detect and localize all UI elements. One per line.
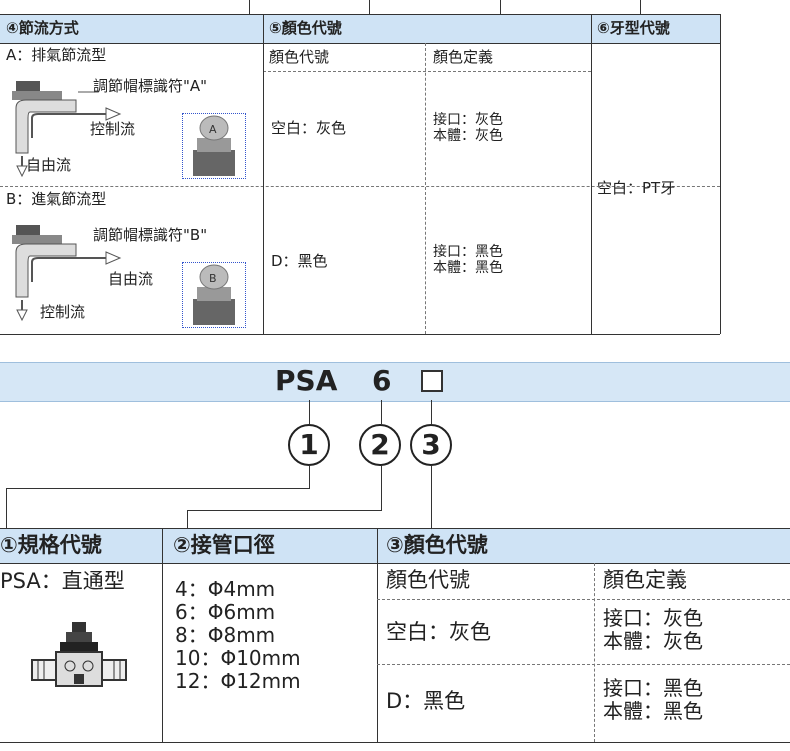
divider — [263, 71, 591, 72]
top-color-code-1: 空白：灰色 — [271, 119, 347, 137]
def-line: 接口：灰色 — [433, 112, 503, 128]
connector — [381, 466, 382, 510]
cap-b-letter: B — [209, 272, 217, 285]
cap-a-letter: A — [209, 123, 217, 136]
header-row — [0, 529, 790, 563]
divider — [640, 0, 641, 14]
marker-3: 3 — [410, 424, 452, 466]
subheader-color-definition: 顏色定義 — [433, 48, 494, 66]
def-line: 本體：灰色 — [433, 128, 503, 144]
subheader-color-code: 顏色代號 — [269, 48, 330, 66]
divider — [591, 14, 592, 334]
divider — [0, 742, 790, 743]
def-line: 接口：黑色 — [433, 244, 503, 260]
divider — [0, 186, 720, 187]
cap-b-photo: B — [182, 262, 246, 328]
connector — [431, 466, 432, 528]
connector — [381, 400, 382, 424]
header-row — [0, 15, 720, 43]
intake-title: B：進氣節流型 — [6, 190, 107, 208]
exhaust-flow-diagram — [8, 78, 123, 178]
top-color-def-2: 接口：黑色 本體：黑色 — [433, 244, 503, 276]
divider — [594, 563, 595, 742]
header-color-code: ⑤顏色代號 — [269, 19, 342, 37]
spec-value: PSA：直通型 — [0, 569, 125, 593]
bottom-color-def-1: 接口：灰色 本體：灰色 — [603, 607, 703, 653]
tube-size-item: 12：Φ12mm — [175, 669, 301, 693]
divider — [249, 0, 250, 14]
tube-size-item: 8：Φ8mm — [175, 623, 276, 647]
def-line: 本體：黑色 — [603, 699, 703, 723]
psa-fitting-image — [30, 622, 130, 696]
divider — [377, 664, 790, 665]
model-size: 6 — [372, 364, 392, 397]
connector — [6, 488, 310, 489]
tube-size-item: 6：Φ6mm — [175, 600, 276, 624]
divider — [0, 563, 790, 564]
subheader-color-code: 顏色代號 — [386, 568, 470, 592]
def-line: 本體：黑色 — [433, 260, 503, 276]
connector — [309, 466, 310, 488]
intake-flow-diagram — [8, 222, 123, 322]
exhaust-free-flow: 自由流 — [26, 156, 72, 174]
header-tube-size: ②接管口徑 — [173, 533, 275, 557]
tube-size-item: 4：Φ4mm — [175, 577, 276, 601]
top-color-code-2: D：黑色 — [271, 252, 328, 270]
top-color-def-1: 接口：灰色 本體：灰色 — [433, 112, 503, 144]
connector — [187, 510, 188, 528]
cap-a-photo: A — [182, 113, 246, 179]
divider — [500, 0, 501, 14]
divider — [369, 0, 370, 14]
def-line: 接口：灰色 — [603, 606, 703, 630]
divider — [377, 599, 790, 600]
connector — [6, 488, 7, 528]
intake-cap-label: 調節帽標識符"B" — [93, 226, 208, 244]
divider — [0, 14, 720, 15]
header-color-code: ③顏色代號 — [386, 533, 488, 557]
bottom-color-def-2: 接口：黑色 本體：黑色 — [603, 677, 703, 723]
tube-size-item: 10：Φ10mm — [175, 646, 301, 670]
divider — [0, 528, 790, 529]
divider — [425, 43, 426, 334]
thread-value: 空白：PT牙 — [597, 179, 676, 197]
divider — [0, 334, 720, 335]
connector — [431, 400, 432, 424]
exhaust-title: A：排氣節流型 — [6, 46, 107, 64]
tube-size-list: 4：Φ4mm 6：Φ6mm 8：Φ8mm 10：Φ10mm 12：Φ12mm — [175, 578, 301, 693]
subheader-color-definition: 顏色定義 — [603, 568, 687, 592]
def-line: 本體：灰色 — [603, 629, 703, 653]
exhaust-cap-label: 調節帽標識符"A" — [93, 77, 208, 95]
connector — [187, 510, 382, 511]
bottom-color-code-2: D：黑色 — [386, 689, 466, 713]
def-line: 接口：黑色 — [603, 676, 703, 700]
divider — [263, 14, 264, 334]
banner-bg — [0, 362, 790, 402]
header-throttle-type: ④節流方式 — [6, 19, 79, 37]
header-spec-code: ①規格代號 — [0, 533, 102, 557]
divider — [377, 528, 378, 742]
intake-controlled-flow: 控制流 — [40, 303, 86, 321]
divider — [0, 43, 720, 44]
marker-1: 1 — [288, 424, 330, 466]
model-code: PSA — [275, 364, 338, 397]
header-thread-code: ⑥牙型代號 — [597, 19, 670, 37]
connector — [309, 400, 310, 424]
bottom-color-code-1: 空白：灰色 — [386, 620, 491, 644]
divider — [720, 14, 721, 334]
divider — [162, 528, 163, 742]
marker-2: 2 — [359, 424, 401, 466]
exhaust-controlled-flow: 控制流 — [90, 120, 136, 138]
color-placeholder-box — [421, 370, 443, 392]
intake-free-flow: 自由流 — [108, 270, 154, 288]
